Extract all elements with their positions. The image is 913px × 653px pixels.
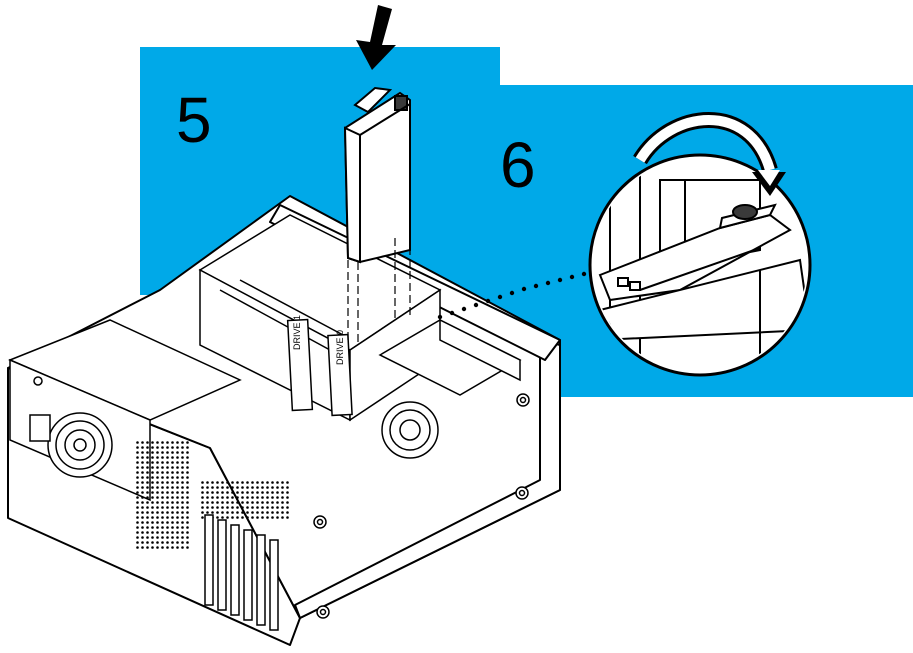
drive-bracket xyxy=(378,318,522,396)
alignment-guides xyxy=(347,235,411,345)
step-6-number: 6 xyxy=(500,129,536,201)
step-5-number: 5 xyxy=(176,84,212,156)
down-arrow-icon xyxy=(356,5,396,70)
case-fan xyxy=(381,401,439,459)
drive-label-0: DRIVE 1 xyxy=(292,315,302,350)
power-supply xyxy=(8,319,242,502)
drive-label-1: DRIVE 0 xyxy=(335,330,345,365)
callout-leader xyxy=(437,271,587,320)
screw-holes xyxy=(33,376,530,619)
zoom-callout xyxy=(588,112,812,377)
hard-drive-carrier xyxy=(343,86,411,264)
vent-grille xyxy=(135,440,290,550)
drive-cage xyxy=(198,214,442,422)
expansion-slots xyxy=(204,514,279,631)
